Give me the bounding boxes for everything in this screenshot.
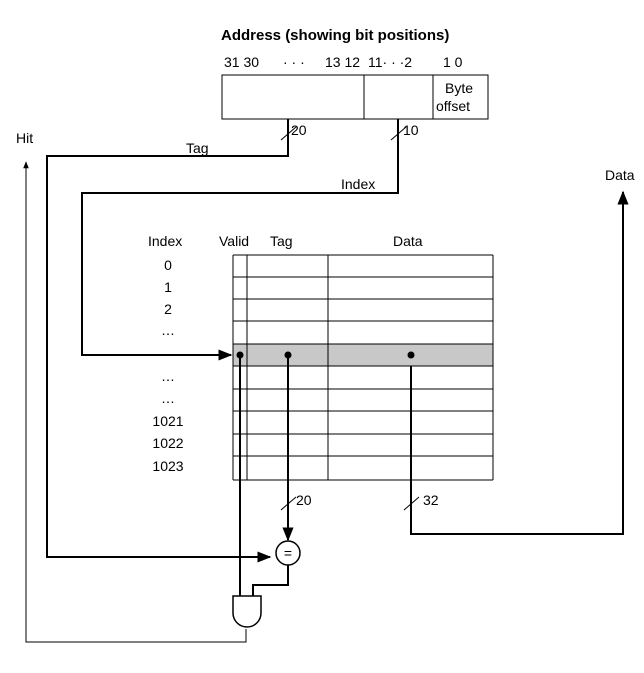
- bit-label-11-2: 11· · ·2: [368, 54, 412, 70]
- table-tag-width-slash: [280, 496, 297, 511]
- row-label: …: [161, 368, 175, 384]
- tag-wire: [46, 119, 289, 563]
- row-label: 2: [164, 301, 172, 317]
- bit-label-dots-left: · · ·: [283, 54, 305, 70]
- table-tag-width-label: 20: [296, 492, 312, 508]
- table-header-index: Index: [148, 233, 182, 249]
- row-label: 1: [164, 279, 172, 295]
- tag-wire-label: Tag: [186, 140, 209, 156]
- row-label: …: [161, 322, 175, 338]
- data-width-label: 32: [423, 492, 439, 508]
- hit-label: Hit: [16, 130, 33, 146]
- selected-row: [233, 344, 493, 366]
- hit-wire: [23, 161, 247, 643]
- data-width-slash: [403, 496, 420, 511]
- table-header-tag: Tag: [270, 233, 293, 249]
- data-tap-point: [407, 351, 415, 359]
- index-width-slash: [390, 126, 407, 141]
- comparator-symbol: =: [284, 545, 292, 561]
- index-wire-label: Index: [341, 176, 375, 192]
- data-output-label: Data: [605, 167, 635, 183]
- bit-label-31-30: 31 30: [224, 54, 259, 70]
- row-label: 1022: [152, 435, 183, 451]
- address-register: [221, 74, 489, 120]
- index-wire: [81, 119, 399, 361]
- row-label: 0: [164, 257, 172, 273]
- index-width-label: 10: [403, 122, 419, 138]
- bit-label-1-0: 1 0: [443, 54, 463, 70]
- and-gate: [232, 595, 262, 628]
- row-label: 1021: [152, 413, 183, 429]
- address-title: Address (showing bit positions): [221, 27, 449, 44]
- row-label: …: [161, 390, 175, 406]
- table-header-valid: Valid: [219, 233, 249, 249]
- byte-offset-label-1: Byte: [445, 80, 473, 96]
- byte-offset-label-2: offset: [436, 98, 470, 114]
- data-wire: [410, 190, 629, 535]
- row-label: 1023: [152, 458, 183, 474]
- compare-output-wire: [252, 565, 289, 596]
- table-header-data: Data: [393, 233, 423, 249]
- tag-width-slash: [280, 126, 297, 141]
- bit-label-13-12: 13 12: [325, 54, 360, 70]
- cache-table: [232, 254, 494, 481]
- tag-width-label: 20: [291, 122, 307, 138]
